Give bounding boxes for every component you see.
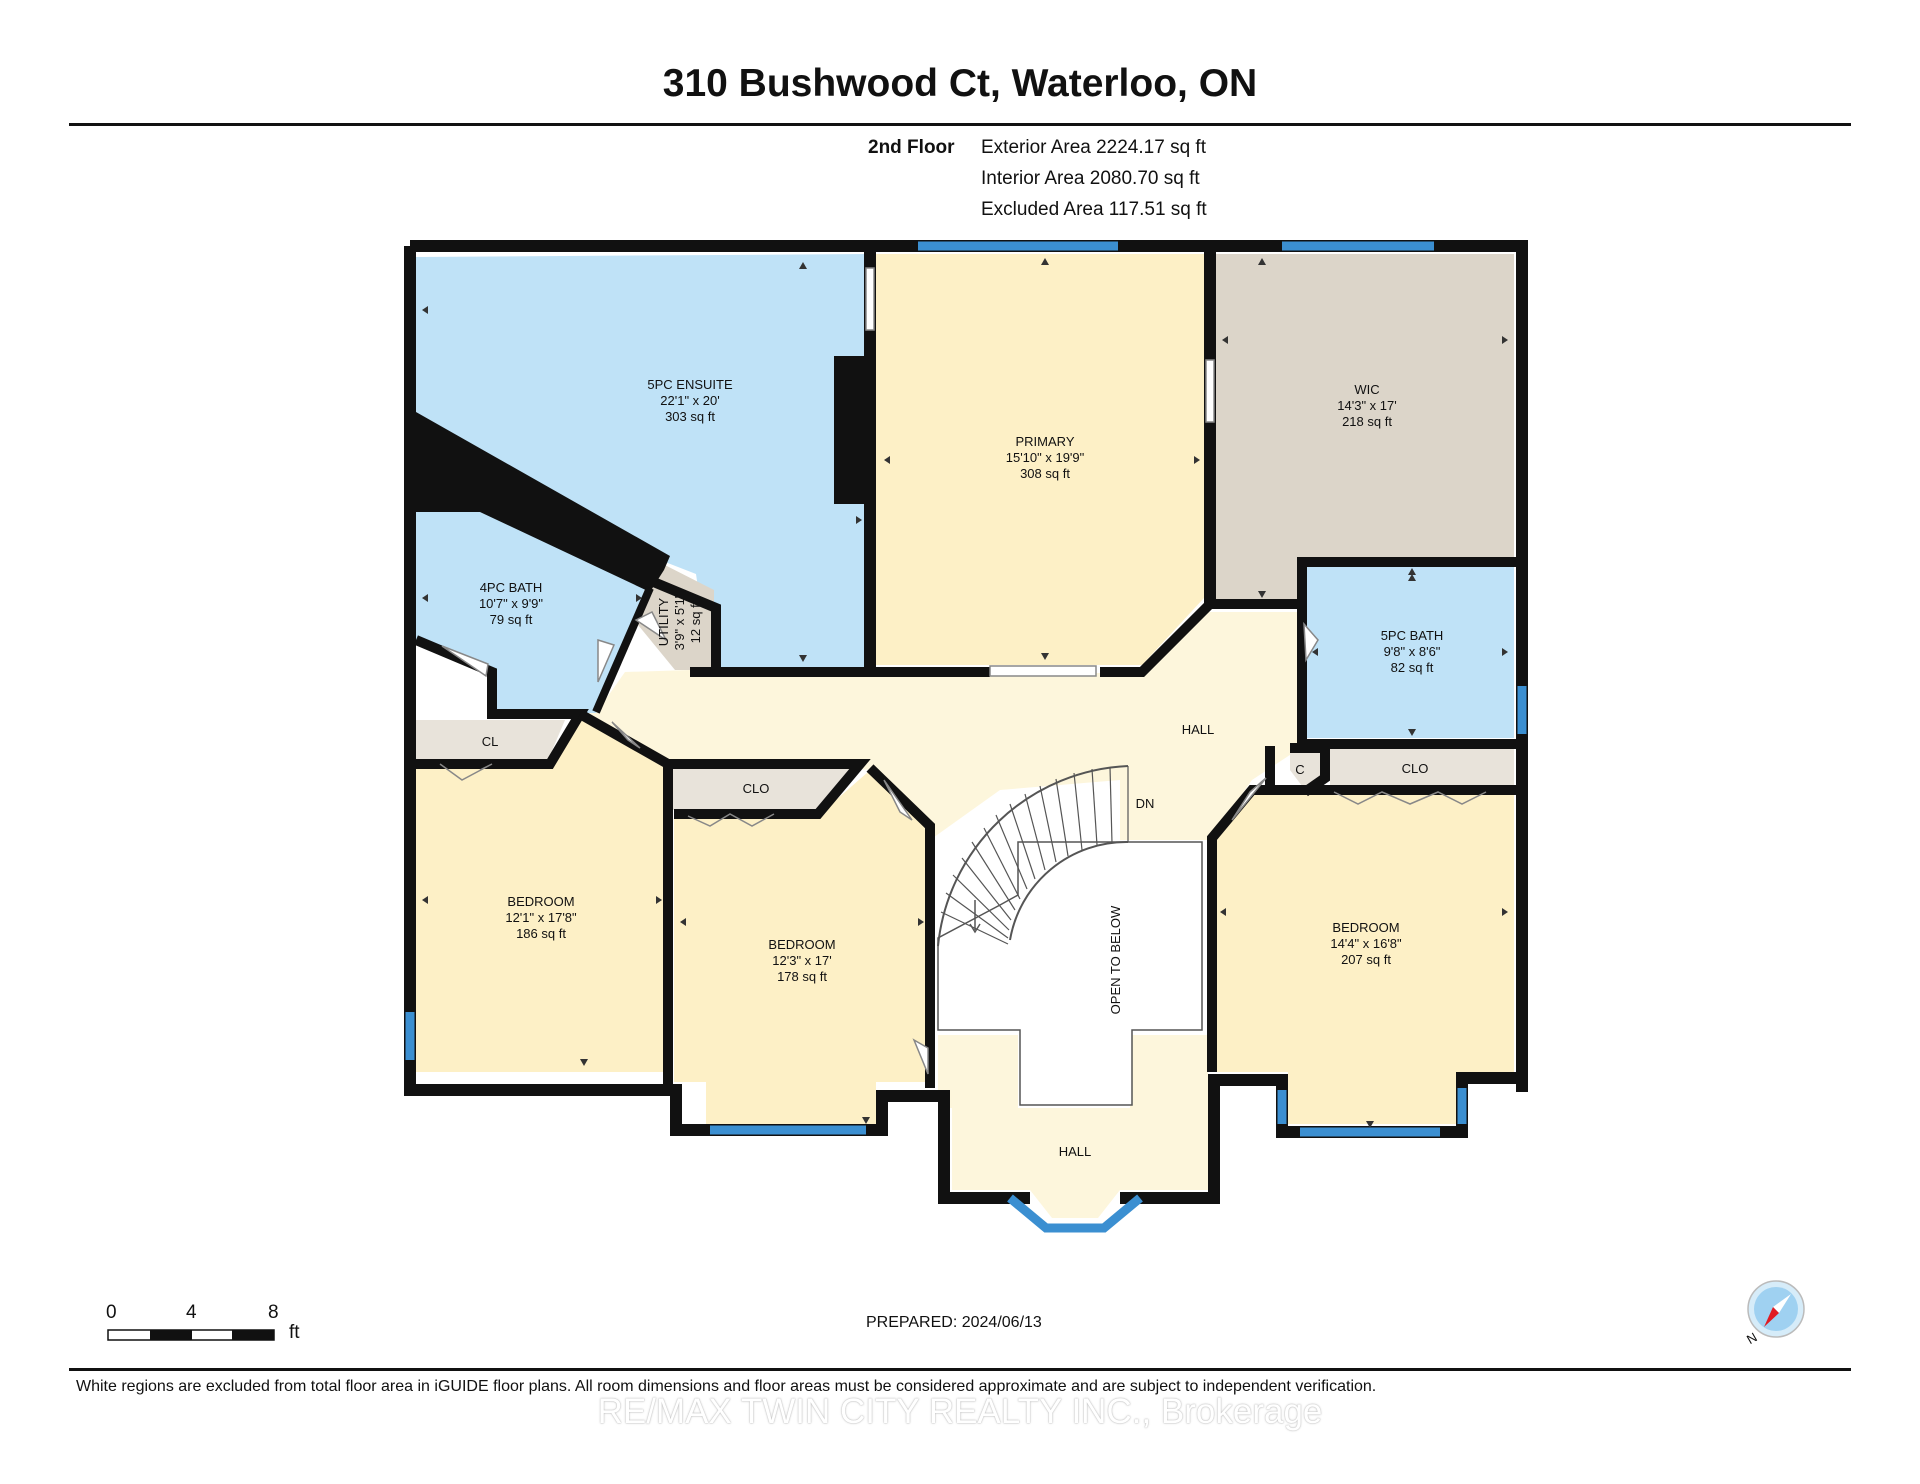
- room-bedroom-left-label: BEDROOM 12'1" x 17'8" 186 sq ft: [505, 894, 577, 941]
- bedroom-left-dims: 12'1" x 17'8": [505, 910, 577, 925]
- prepared-date: PREPARED: 2024/06/13: [866, 1314, 1042, 1331]
- primary-area: 308 sq ft: [1020, 466, 1070, 481]
- bedroom-left-name: BEDROOM: [507, 894, 574, 909]
- c-label: C: [1295, 762, 1304, 777]
- staircase: [937, 765, 1129, 947]
- floor-name: 2nd Floor: [868, 137, 955, 158]
- ensuite-dims: 22'1" x 20': [660, 393, 719, 408]
- room-ensuite-label: 5PC ENSUITE 22'1" x 20' 303 sq ft: [647, 377, 733, 424]
- bath4-name: 4PC BATH: [480, 580, 543, 595]
- interior-area: Interior Area 2080.70 sq ft: [981, 168, 1200, 189]
- primary-fill: [876, 254, 1204, 665]
- scale-bar: [107, 1329, 275, 1341]
- bedroom-right-fill: [1214, 788, 1514, 1124]
- bath4-area: 79 sq ft: [490, 612, 533, 627]
- hall-upper-label: HALL: [1182, 722, 1215, 737]
- bath5-dims: 9'8" x 8'6": [1384, 644, 1441, 659]
- scale-label-0: 0: [106, 1302, 117, 1323]
- disclaimer: White regions are excluded from total fl…: [76, 1378, 1377, 1395]
- cl-label: CL: [482, 734, 499, 749]
- c-fill: [1290, 748, 1322, 790]
- bath4-dims: 10'7" x 9'9": [479, 596, 543, 611]
- open-to-below: [937, 841, 1203, 1106]
- wic-dims: 14'3" x 17': [1337, 398, 1396, 413]
- open-below-label: OPEN TO BELOW: [1108, 905, 1123, 1014]
- clo-right-fill: [1330, 745, 1514, 790]
- room-utility-label: UTILITY 3'9" x 5'1" 12 sq ft: [656, 593, 703, 650]
- clo-mid-fill: [672, 767, 858, 810]
- clo-right-label: CLO: [1402, 761, 1429, 776]
- bath5-area: 82 sq ft: [1391, 660, 1434, 675]
- utility-name: UTILITY: [656, 597, 671, 646]
- upper-hall-fill: [578, 612, 1305, 840]
- doors: [439, 267, 1487, 1075]
- bedroom-right-dims: 14'4" x 16'8": [1330, 936, 1402, 951]
- clo-mid-label: CLO: [743, 781, 770, 796]
- wic-area: 218 sq ft: [1342, 414, 1392, 429]
- bedroom-right-name: BEDROOM: [1332, 920, 1399, 935]
- bath5-name: 5PC BATH: [1381, 628, 1444, 643]
- room-bedroom-mid-label: BEDROOM 12'3" x 17' 178 sq ft: [768, 937, 835, 984]
- exterior-area: Exterior Area 2224.17 sq ft: [981, 137, 1206, 158]
- dn-label: DN: [1136, 796, 1155, 811]
- bedroom-left-fill: [416, 716, 668, 1072]
- compass-icon: N: [1744, 1280, 1805, 1347]
- room-bath5-label: 5PC BATH 9'8" x 8'6" 82 sq ft: [1381, 628, 1444, 675]
- bedroom-mid-fill: [674, 772, 932, 1124]
- dimension-arrows: [422, 258, 1508, 1128]
- utility-dims: 3'9" x 5'1": [672, 593, 687, 650]
- ensuite-vanity-block: [834, 356, 870, 504]
- ensuite-name: 5PC ENSUITE: [647, 377, 733, 392]
- hall-lower-label: HALL: [1059, 1144, 1092, 1159]
- ensuite-fill: [416, 254, 869, 670]
- walls: [404, 240, 1528, 1204]
- room-wic-label: WIC 14'3" x 17' 218 sq ft: [1337, 382, 1396, 429]
- scale-unit: ft: [289, 1322, 300, 1343]
- wic-name: WIC: [1354, 382, 1379, 397]
- cl-fill: [416, 720, 565, 760]
- utility-area: 12 sq ft: [688, 600, 703, 643]
- bedroom-mid-name: BEDROOM: [768, 937, 835, 952]
- wic-fill: [1214, 254, 1514, 604]
- room-primary-label: PRIMARY 15'10" x 19'9" 308 sq ft: [1006, 434, 1085, 481]
- header-rule: [69, 123, 1851, 126]
- primary-dims: 15'10" x 19'9": [1006, 450, 1085, 465]
- compass-north-label: N: [1744, 1329, 1760, 1347]
- ensuite-area: 303 sq ft: [665, 409, 715, 424]
- bath5-fill: [1305, 566, 1514, 738]
- bedroom-left-area: 186 sq ft: [516, 926, 566, 941]
- room-bedroom-right-label: BEDROOM 14'4" x 16'8" 207 sq ft: [1330, 920, 1402, 967]
- scale-label-4: 4: [186, 1302, 197, 1323]
- footer-rule: [69, 1368, 1851, 1371]
- bedroom-mid-dims: 12'3" x 17': [772, 953, 831, 968]
- bedroom-right-area: 207 sq ft: [1341, 952, 1391, 967]
- bedroom-mid-area: 178 sq ft: [777, 969, 827, 984]
- scale-label-8: 8: [268, 1302, 279, 1323]
- lower-hall-fill: [952, 1110, 1208, 1218]
- brokerage-watermark: RE/MAX TWIN CITY REALTY INC., Brokerage: [597, 1392, 1323, 1431]
- windows: [405, 241, 1527, 1233]
- page-title: 310 Bushwood Ct, Waterloo, ON: [662, 62, 1258, 105]
- room-bath4-label: 4PC BATH 10'7" x 9'9" 79 sq ft: [479, 580, 543, 627]
- ensuite-wall-block: [416, 412, 670, 592]
- excluded-area: Excluded Area 117.51 sq ft: [981, 199, 1207, 220]
- primary-name: PRIMARY: [1016, 434, 1075, 449]
